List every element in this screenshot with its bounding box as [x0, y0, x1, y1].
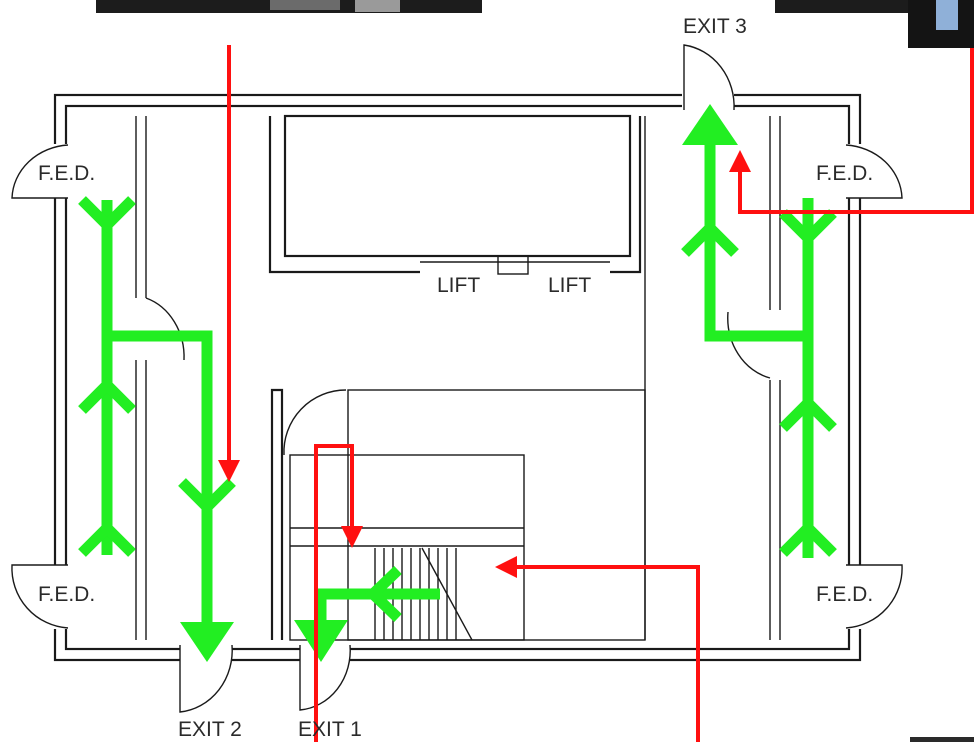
exit-3-label: EXIT 3 [683, 15, 747, 38]
exit-1-label: EXIT 1 [298, 718, 362, 741]
fed-label-top-right: F.E.D. [816, 162, 873, 185]
fed-label-bottom-right: F.E.D. [816, 583, 873, 606]
pointer-line-exit-1 [314, 444, 363, 742]
fed-door-top-left [11, 144, 69, 199]
evacuation-route-left [78, 196, 236, 662]
exit-3-door [682, 44, 735, 111]
photo-thumbnail-top-right [775, 0, 974, 48]
pointer-line-top-left [218, 45, 240, 482]
photo-thumbnail-bottom-right [910, 737, 974, 742]
lift-label-left: LIFT [437, 274, 480, 297]
fed-door-bottom-left [11, 564, 69, 629]
evacuation-route-right [681, 104, 837, 558]
building-walls [53, 93, 862, 662]
lift-shaft [268, 114, 642, 275]
fed-label-bottom-left: F.E.D. [38, 583, 95, 606]
stair-core [270, 388, 646, 641]
fed-door-top-right [845, 144, 903, 199]
fed-door-bottom-right [845, 564, 903, 629]
photo-thumbnail-top-left [96, 0, 482, 13]
exit-2-label: EXIT 2 [178, 718, 242, 741]
pointer-line-top-right [729, 48, 974, 214]
lift-label-right: LIFT [548, 274, 591, 297]
fed-label-top-left: F.E.D. [38, 162, 95, 185]
evacuation-route-stair [294, 566, 440, 662]
pointer-line-stair [495, 556, 700, 742]
left-corridor-walls [135, 116, 185, 640]
